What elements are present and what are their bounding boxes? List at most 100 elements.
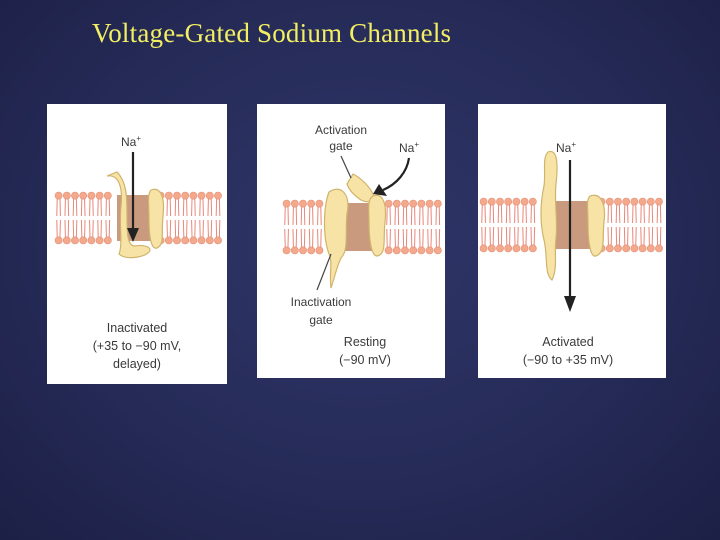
lipid-head	[282, 246, 291, 255]
lipid-head	[496, 197, 504, 206]
lipid-head	[487, 244, 496, 253]
lipid-head	[290, 246, 299, 255]
lipid-head	[214, 236, 222, 245]
lipid-head	[173, 236, 181, 245]
membrane-right	[156, 191, 222, 245]
lipid-head	[487, 197, 496, 206]
voltage-range-label: (−90 mV)	[339, 353, 391, 367]
channel-protein-left	[540, 150, 558, 281]
sodium-ion-label: Na+	[556, 140, 576, 155]
inactivation-gate-pointer	[316, 253, 332, 291]
diagram-activated: Na+ Activated (−90 to +35 mV)	[479, 140, 663, 367]
lipid-head	[54, 236, 63, 245]
lipid-head	[384, 199, 393, 208]
delay-note-label: delayed)	[113, 357, 161, 371]
lipid-head	[95, 236, 104, 245]
lipid-head	[496, 244, 504, 253]
state-label: Inactivated	[107, 321, 168, 335]
membrane-left	[54, 191, 112, 245]
lipid-head	[205, 191, 214, 200]
channel-protein-left	[106, 171, 151, 259]
lipid-head	[214, 191, 222, 200]
lipid-head	[605, 244, 614, 253]
lipid-head	[425, 246, 434, 255]
voltage-range-label: (−90 to +35 mV)	[523, 353, 613, 367]
lipid-head	[71, 191, 79, 200]
panel-resting: Activation gate Na+ Inactivation gate Re…	[257, 104, 445, 378]
lipid-head	[433, 199, 442, 208]
lipid-head	[655, 197, 663, 206]
membrane-left	[282, 199, 324, 255]
activation-gate-label: Activation	[315, 123, 367, 137]
sodium-curved-arrow	[382, 157, 411, 192]
lipid-head	[512, 197, 521, 206]
lipid-head	[164, 191, 173, 200]
membrane-right	[384, 199, 442, 255]
lipid-head	[417, 199, 426, 208]
panel-inactivated: Na+ Inactivated (+35 to −90 mV, delayed)	[47, 104, 227, 384]
lipid-head	[62, 236, 71, 245]
lipid-head	[79, 236, 88, 245]
lipid-head	[164, 236, 173, 245]
lipid-head	[630, 197, 639, 206]
channel-protein-right	[147, 188, 165, 249]
lipid-head	[197, 236, 206, 245]
lipid-head	[307, 199, 316, 208]
lipid-head	[614, 244, 622, 253]
lipid-head	[409, 246, 418, 255]
lipid-head	[655, 244, 663, 253]
sodium-arrow-head	[127, 228, 139, 242]
lipid-head	[504, 197, 513, 206]
lipid-head	[479, 244, 488, 253]
lipid-head	[79, 191, 88, 200]
lipid-head	[205, 236, 214, 245]
panel-activated: Na+ Activated (−90 to +35 mV)	[478, 104, 666, 378]
lipid-head	[614, 197, 622, 206]
lipid-head	[528, 244, 537, 253]
lipid-head	[401, 199, 409, 208]
lipid-head	[282, 199, 291, 208]
lipid-head	[315, 246, 324, 255]
lipid-head	[189, 236, 198, 245]
lipid-head	[504, 244, 513, 253]
lipid-head	[62, 191, 71, 200]
channel-protein-right	[368, 194, 387, 257]
lipid-head	[197, 191, 206, 200]
lipid-head	[87, 236, 96, 245]
lipid-head	[392, 246, 401, 255]
lipid-head	[528, 197, 537, 206]
lipid-head	[95, 191, 104, 200]
inactivation-gate-label: Inactivation	[291, 295, 352, 309]
lipid-head	[520, 197, 529, 206]
activation-gate-label-2: gate	[329, 139, 353, 153]
state-label: Resting	[344, 335, 386, 349]
lipid-head	[181, 191, 190, 200]
lipid-head	[299, 246, 307, 255]
sodium-curved-arrow-head	[373, 184, 387, 196]
sodium-ion-label: Na+	[121, 134, 141, 149]
activation-gate	[346, 173, 375, 203]
lipid-head	[181, 236, 190, 245]
lipid-head	[425, 199, 434, 208]
lipid-head	[622, 197, 631, 206]
lipid-head	[103, 191, 112, 200]
sodium-arrow-head	[564, 296, 576, 312]
membrane-right	[597, 197, 663, 253]
membrane-left	[479, 197, 537, 253]
lipid-head	[71, 236, 79, 245]
lipid-head	[646, 244, 655, 253]
lipid-head	[638, 244, 647, 253]
lipid-head	[401, 246, 409, 255]
lipid-head	[290, 199, 299, 208]
lipid-head	[384, 246, 393, 255]
diagram-resting: Activation gate Na+ Inactivation gate Re…	[282, 123, 442, 367]
lipid-head	[392, 199, 401, 208]
lipid-head	[54, 191, 63, 200]
lipid-head	[646, 197, 655, 206]
lipid-head	[189, 191, 198, 200]
lipid-head	[605, 197, 614, 206]
inactivation-gate-label-2: gate	[309, 313, 333, 327]
lipid-head	[315, 199, 324, 208]
lipid-head	[409, 199, 418, 208]
lipid-head	[622, 244, 631, 253]
